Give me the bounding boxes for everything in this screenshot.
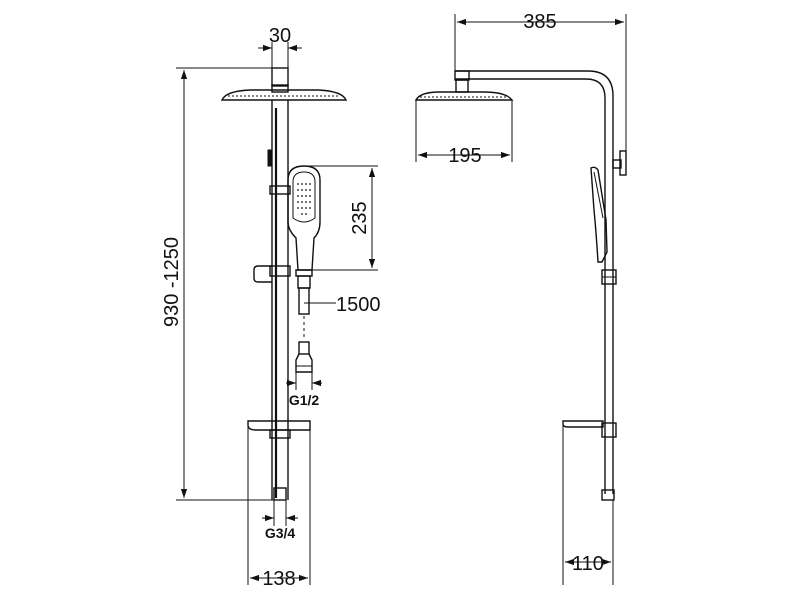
dim-label-pipe-diameter: 30 bbox=[269, 25, 291, 47]
dim-hose-length: 1500 bbox=[304, 294, 381, 316]
front-shower-head bbox=[220, 84, 348, 101]
dim-label-hand-shower-length: 235 bbox=[349, 201, 371, 234]
dim-arm-reach: 385 bbox=[454, 11, 627, 151]
front-view bbox=[220, 67, 348, 501]
dim-pipe-diameter: 30 bbox=[258, 25, 302, 68]
side-view bbox=[414, 70, 627, 501]
dim-label-arm-reach: 385 bbox=[523, 11, 556, 33]
front-hand-shower-nozzle-dots bbox=[297, 183, 311, 215]
dim-shelf-width: 138 bbox=[247, 425, 311, 590]
front-top-connector bbox=[271, 67, 289, 87]
dim-hand-shower-length: 235 bbox=[304, 165, 378, 271]
dim-wall-offset: 110 bbox=[562, 424, 614, 585]
dim-inlet-thread: G3/4 bbox=[262, 500, 298, 541]
front-riser-pipe bbox=[267, 100, 291, 500]
front-hose bbox=[295, 287, 313, 373]
front-dimensions: 30 930 -1250 235 1500 G1/2 bbox=[161, 25, 381, 590]
side-soap-shelf bbox=[562, 420, 604, 428]
dim-label-head-diameter: 195 bbox=[448, 145, 481, 167]
side-shower-head bbox=[414, 79, 514, 101]
dim-label-height-range: 930 -1250 bbox=[161, 237, 183, 327]
front-bottom-inlet bbox=[273, 487, 287, 501]
side-diverter-knob bbox=[612, 150, 627, 176]
dim-hose-thread: G1/2 bbox=[286, 372, 322, 408]
side-hand-shower bbox=[590, 166, 608, 263]
front-diverter-lever bbox=[253, 265, 272, 283]
dim-label-hose-thread: G1/2 bbox=[289, 392, 320, 408]
dim-label-shelf-width: 138 bbox=[262, 568, 295, 590]
dim-label-inlet-thread: G3/4 bbox=[265, 525, 296, 541]
front-hand-shower bbox=[287, 165, 321, 289]
front-soap-shelf bbox=[247, 420, 311, 439]
dim-label-hose-length: 1500 bbox=[336, 294, 381, 316]
dim-height-range: 930 -1250 bbox=[161, 67, 274, 501]
dim-label-wall-offset: 110 bbox=[572, 553, 604, 575]
dim-head-diameter: 195 bbox=[415, 100, 513, 167]
side-riser-pipe bbox=[601, 168, 617, 501]
side-dimensions: 385 195 110 bbox=[415, 11, 627, 585]
